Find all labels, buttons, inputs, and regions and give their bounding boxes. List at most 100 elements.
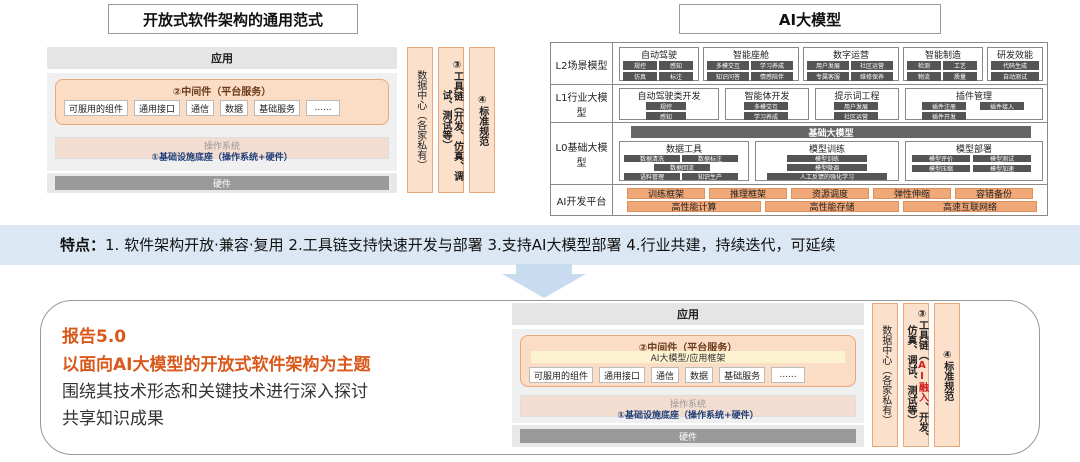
l2-chip: 维修保养	[851, 72, 893, 81]
ai-model-diagram: L2场景模型 自动驾驶 规控 感知 仿真 标注 智能座舱 多模交互 学习养成 知…	[550, 42, 1048, 216]
middleware-item: 可服用的组件	[64, 100, 129, 116]
l1-chip: 用户发展	[834, 102, 878, 110]
bottom-side-standards: ④标准规范	[934, 303, 960, 447]
middleware-item: 数据	[685, 367, 714, 383]
platform-chip: 容错备份	[955, 188, 1033, 200]
report-line3: 共享知识成果	[62, 409, 164, 429]
middleware-title: ②中间件（平台服务）	[172, 87, 272, 98]
bottom-hardware-bar: 硬件	[520, 429, 856, 443]
l1-chip: 插件开发	[922, 112, 966, 120]
l0-chip: 人工反馈的强化学习	[767, 173, 887, 180]
l2-chip: 质量	[943, 72, 977, 81]
ai-platform-row1: 训练框架 推理框架 资源调度 弹性伸缩 容错备份	[627, 188, 1033, 200]
l2-chip: 仿真	[623, 72, 657, 81]
middleware-item: ......	[306, 100, 341, 116]
bottom-side-toolchain: ③工具链（AI融入、开发、仿真、调试、测试等）	[903, 303, 929, 447]
l2-group-name: 智能制造	[924, 51, 961, 61]
l2-group: 智能座舱 多模交互 学习养成 知识问答 情感陪伴	[703, 47, 799, 81]
platform-chip: 训练框架	[627, 188, 705, 200]
l2-chip: 多模交互	[707, 61, 749, 70]
l2-chip: 代码生成	[991, 61, 1039, 70]
l0-chip: 模型评价	[912, 155, 970, 162]
platform-chip: 高性能存储	[765, 201, 899, 213]
l2-group-name: 研发效能	[996, 51, 1033, 61]
l0-chip: 模型加速	[973, 165, 1031, 172]
toolchain-text-a: ③工具链（	[916, 308, 928, 360]
middleware-item: 可服用的组件	[529, 367, 594, 383]
middleware-item: 通用接口	[134, 100, 181, 116]
report-number: 报告5.0	[62, 327, 127, 347]
features-content: 1. 软件架构开放·兼容·复用 2.工具链支持快速开发与部署 3.支持AI大模型…	[105, 236, 836, 254]
bottom-side-data-center: 数据中心（各家私有）	[872, 303, 898, 447]
side-toolchain: ③工具链（开发、仿真、调试、测试等）	[438, 47, 464, 193]
ai-platform-label: AI开发平台	[551, 185, 613, 215]
l0-chip: 模型微调	[787, 164, 867, 171]
bottom-os-label: 操作系统	[669, 400, 706, 410]
l2-chip: 社区运营	[851, 61, 893, 70]
l1-group: 插件管理 插件注册 插件接入 插件开发	[905, 88, 1043, 120]
l1-group-name: 自动驾驶类开发	[637, 92, 701, 102]
hardware-bar: 硬件	[55, 176, 389, 190]
l1-group: 提示词工程 用户发展 社区运营	[815, 88, 899, 120]
l2-chip: 学习养成	[751, 61, 793, 70]
bottom-architecture-diagram: 应用 ②中间件（平台服务） AI大模型/应用框架 可服用的组件 通用接口 通信 …	[512, 303, 972, 449]
l2-chip: 知识问答	[707, 72, 749, 81]
toolchain-text-red: AI融入	[916, 359, 928, 402]
middleware-item: 数据	[220, 100, 249, 116]
bottom-middleware-items: 可服用的组件 通用接口 通信 数据 基础服务 ......	[529, 367, 806, 383]
l2-chip: 用户发展	[807, 61, 849, 70]
l2-group: 自动驾驶 规控 感知 仿真 标注	[619, 47, 699, 81]
l0-label: L0基础大模型	[551, 123, 613, 185]
l2-group: 研发效能 代码生成 自动测试	[987, 47, 1043, 81]
features-band	[0, 225, 1080, 265]
l2-chip: 规控	[623, 61, 657, 70]
platform-chip: 资源调度	[791, 188, 869, 200]
l1-chip: 多模交互	[744, 102, 788, 110]
middleware-item: 基础服务	[254, 100, 301, 116]
l0-chip: 模型压缩	[912, 165, 970, 172]
l0-chip: 数据回流	[654, 164, 710, 171]
l2-group: 智能制造 检测 工艺 物流 质量	[903, 47, 983, 81]
l2-group: 数字运营 用户发展 社区运营 专属客服 维修保养	[803, 47, 899, 81]
side-standards: ④标准规范	[469, 47, 495, 193]
l2-label: L2场景模型	[551, 43, 613, 85]
middleware-item: 通用接口	[599, 367, 646, 383]
l1-chip: 感知	[646, 112, 686, 120]
l2-chip: 标注	[659, 72, 693, 81]
down-arrow-icon	[502, 264, 586, 298]
platform-chip: 推理框架	[709, 188, 787, 200]
platform-chip: 弹性伸缩	[873, 188, 951, 200]
right-panel-title: AI大模型	[679, 4, 941, 34]
l0-group-name: 模型部署	[955, 145, 992, 155]
left-panel-title: 开放式软件架构的通用范式	[108, 4, 358, 34]
l1-chip: 插件注册	[922, 102, 966, 110]
l1-chip: 插件接入	[980, 102, 1024, 110]
l0-group: 数据工具 数据清洗 数据标注 数据回流 语料管理 知识生产	[619, 141, 749, 181]
side-data-center: 数据中心（各家私有）	[407, 47, 433, 193]
l0-chip: 模型训练	[787, 155, 867, 162]
l1-group-name: 插件管理	[955, 92, 992, 102]
l1-group-name: 智能体开发	[744, 92, 790, 102]
l0-header: 基础大模型	[631, 126, 1031, 139]
middleware-item: 通信	[651, 367, 680, 383]
platform-chip: 高性能计算	[627, 201, 761, 213]
middleware-box: ②中间件（平台服务） 可服用的组件 通用接口 通信 数据 基础服务 ......	[55, 79, 389, 125]
features-label: 特点：	[60, 236, 106, 254]
bottom-app-layer: 应用	[512, 303, 864, 325]
platform-chip: 高速互联网络	[903, 201, 1037, 213]
l0-chip: 知识生产	[682, 173, 738, 180]
l2-row: L2场景模型 自动驾驶 规控 感知 仿真 标注 智能座舱 多模交互 学习养成 知…	[551, 43, 1047, 85]
l2-group-name: 自动驾驶	[640, 51, 677, 61]
bottom-middleware-block: ②中间件（平台服务） AI大模型/应用框架 可服用的组件 通用接口 通信 数据 …	[512, 329, 864, 423]
bottom-middleware-sub: AI大模型/应用框架	[531, 351, 845, 364]
bottom-infra-box	[520, 395, 856, 417]
l1-chip: 社区运营	[834, 112, 878, 120]
l2-chip: 专属客服	[807, 72, 849, 81]
l1-chip: 规控	[646, 102, 686, 110]
hardware-layer: 硬件	[47, 173, 397, 193]
bottom-middleware-box: ②中间件（平台服务） AI大模型/应用框架 可服用的组件 通用接口 通信 数据 …	[520, 335, 856, 387]
l2-group-name: 智能座舱	[732, 51, 769, 61]
l0-chip: 语料管理	[624, 173, 680, 180]
l1-group-name: 提示词工程	[834, 92, 880, 102]
l2-group-name: 数字运营	[832, 51, 869, 61]
